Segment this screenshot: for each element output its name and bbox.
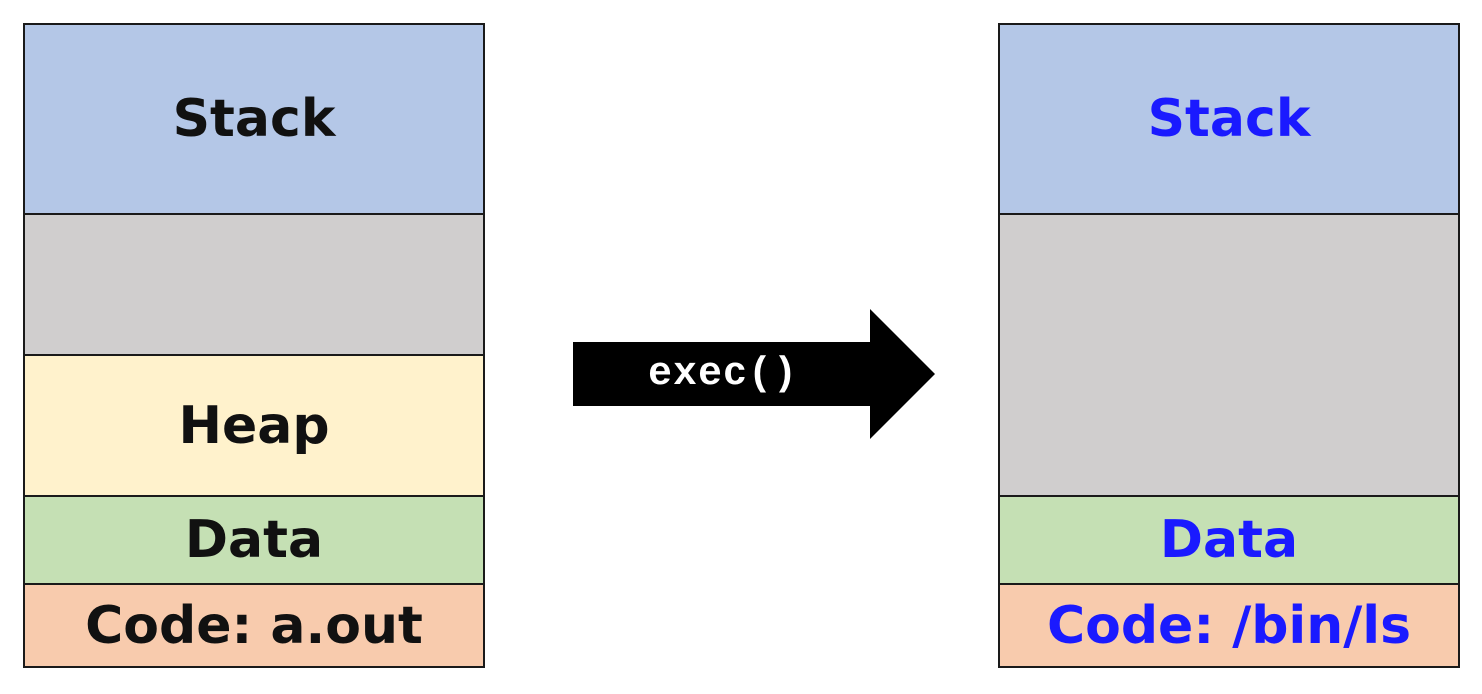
data-segment: Data: [25, 497, 483, 585]
free-space-segment: [25, 215, 483, 356]
right-arrow-icon: [573, 309, 935, 439]
code-label: Code: a.out: [85, 595, 423, 656]
memory-layout-after: Stack Data Code: /bin/ls: [998, 23, 1460, 668]
stack-label: Stack: [1147, 89, 1311, 149]
stack-label: Stack: [172, 89, 336, 149]
code-segment: Code: a.out: [25, 585, 483, 666]
exec-label: exec(): [647, 351, 799, 397]
code-segment: Code: /bin/ls: [1000, 585, 1458, 666]
data-label: Data: [184, 510, 324, 570]
memory-layout-before: Stack Heap Data Code: a.out: [23, 23, 485, 668]
heap-label: Heap: [178, 395, 330, 456]
data-label: Data: [1159, 510, 1299, 570]
free-space-segment: [1000, 215, 1458, 497]
heap-segment: Heap: [25, 356, 483, 497]
code-label: Code: /bin/ls: [1046, 595, 1412, 656]
exec-arrow: exec(): [573, 309, 935, 439]
data-segment: Data: [1000, 497, 1458, 585]
stack-segment: Stack: [1000, 25, 1458, 215]
stack-segment: Stack: [25, 25, 483, 215]
